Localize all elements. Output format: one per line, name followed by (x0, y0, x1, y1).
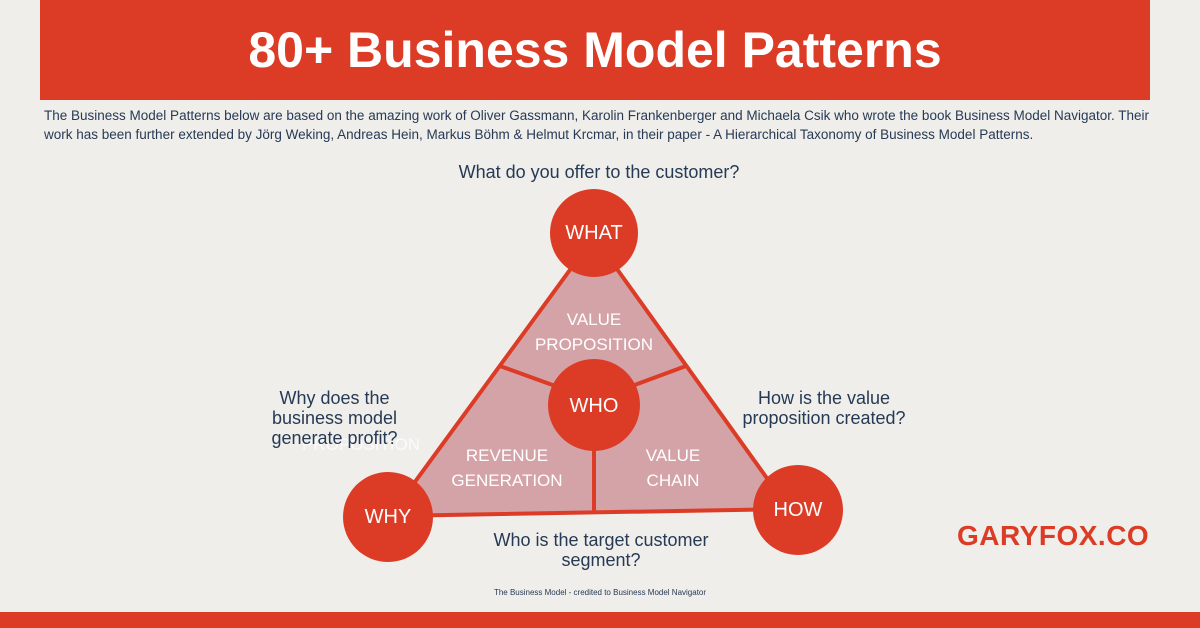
title-banner: 80+ Business Model Patterns (40, 0, 1150, 100)
question-what: What do you offer to the customer? (458, 162, 740, 182)
what-node-label: WHAT (565, 222, 623, 244)
who-node (548, 359, 640, 451)
ghost-proposition-text: PROPOSITION (302, 435, 421, 454)
segment-value-proposition: VALUE PROPOSITION (534, 310, 654, 354)
footer-bar (0, 612, 1200, 628)
why-node (343, 472, 433, 562)
question-why: Why does the business model generate pro… (271, 388, 398, 448)
what-node (550, 189, 638, 277)
how-node (753, 465, 843, 555)
segment-revenue-generation: REVENUE GENERATION (451, 446, 563, 490)
segment-value-chain: VALUE CHAIN (645, 446, 701, 490)
why-node-label: WHY (364, 506, 412, 528)
brand-logo-text: GARYFOX.CO (957, 520, 1150, 551)
question-how: How is the value proposition created? (742, 388, 906, 428)
figure-caption: The Business Model - credited to Busines… (493, 588, 707, 597)
intro-paragraph: The Business Model Patterns below are ba… (44, 108, 1150, 142)
who-node-label: WHO (569, 395, 619, 417)
page-title: 80+ Business Model Patterns (248, 22, 942, 78)
question-who: Who is the target customer segment? (493, 530, 709, 570)
how-node-label: HOW (773, 499, 823, 521)
